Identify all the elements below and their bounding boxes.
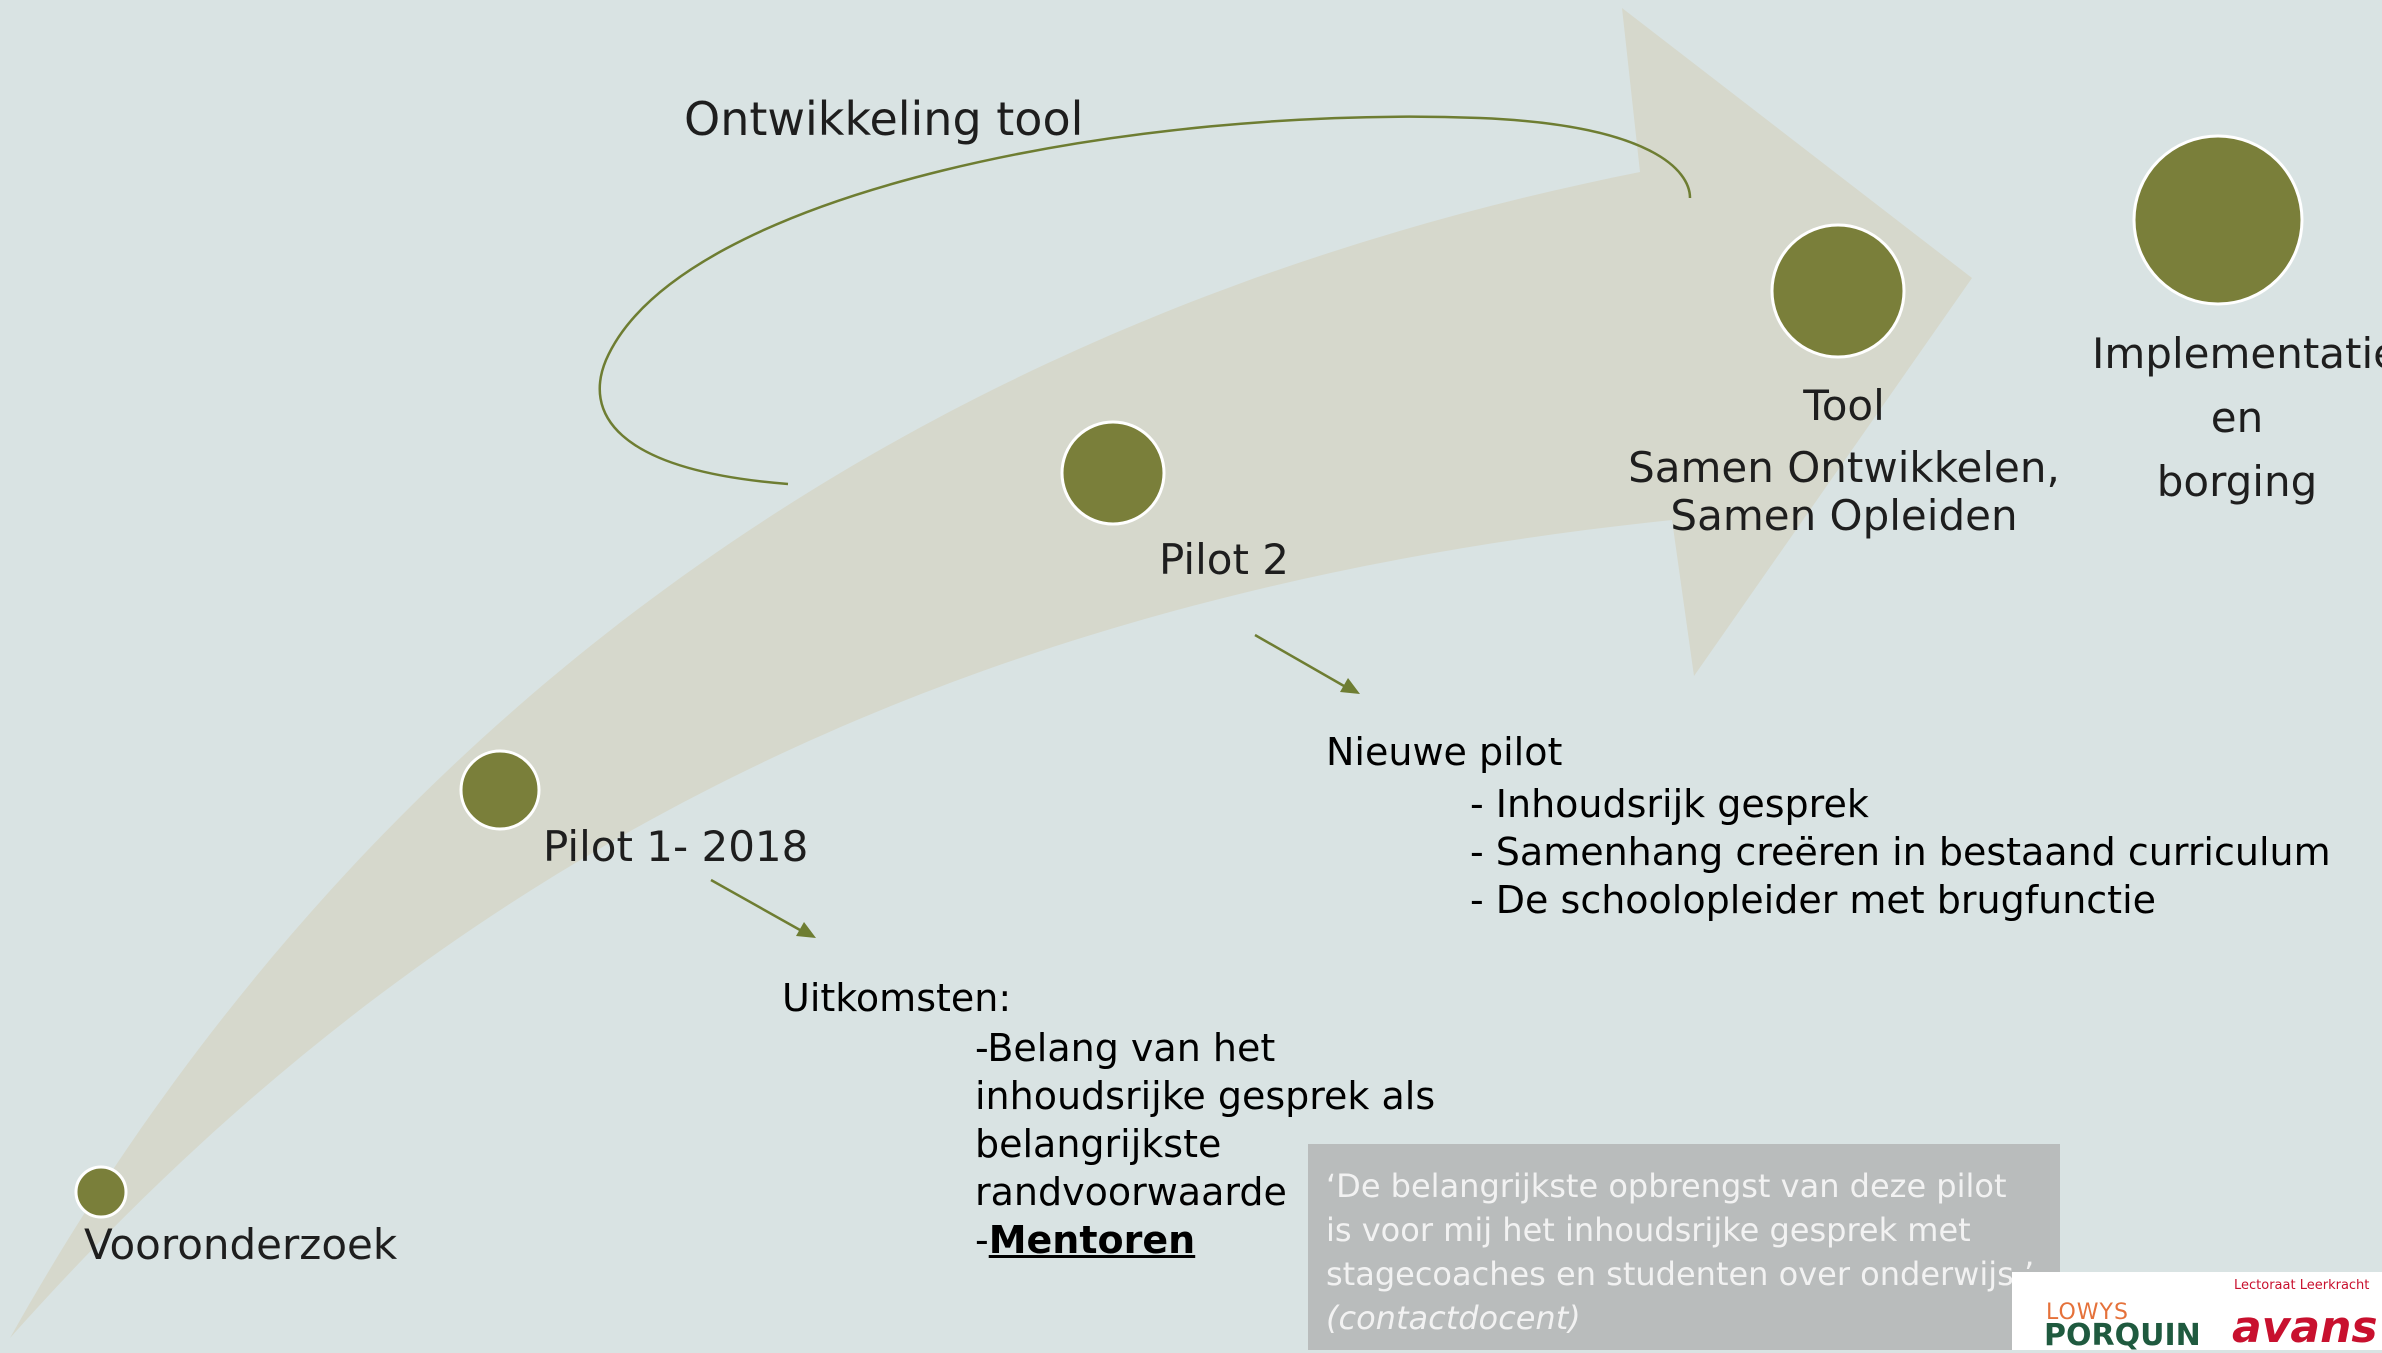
tool-subtitle-1: Samen Ontwikkelen,: [1628, 443, 2060, 492]
timeline-arrow: [10, 8, 1972, 1338]
logo-strip: LOWYS PORQUIN Lectoraat Leerkracht avans: [2012, 1272, 2382, 1353]
development-loop: [598, 115, 1692, 486]
connector-pilot2: [1254, 633, 1360, 694]
quote-box: ‘De belangrijkste opbrengst van deze pil…: [1308, 1144, 2060, 1350]
impl-line-3: borging: [2156, 457, 2318, 506]
loop-label: Ontwikkeling tool: [684, 92, 1084, 146]
porquin-logo: PORQUIN: [2044, 1318, 2201, 1353]
stage-label-vooronderzoek: Vooronderzoek: [84, 1220, 398, 1269]
outcome-prefix: -: [975, 1218, 989, 1262]
porquin-logo-top: LOWYS: [2046, 1300, 2129, 1325]
stage-label-pilot1: Pilot 1- 2018: [543, 822, 809, 871]
avans-logo: avans: [2232, 1302, 2378, 1353]
connector-pilot1: [710, 878, 816, 938]
outcome-line-mentoren: -Mentoren: [975, 1216, 1435, 1264]
new-pilot-item: Samenhang creëren in bestaand curriculum: [1470, 828, 2331, 876]
outcome-line: belangrijkste: [975, 1122, 1222, 1166]
quote-line: ‘De belangrijkste opbrengst van deze pil…: [1326, 1167, 2007, 1205]
tool-subtitle-2: Samen Opleiden: [1670, 491, 2018, 540]
quote-line: stagecoaches en studenten over onderwijs…: [1326, 1255, 2035, 1293]
node-pilot2: [1060, 420, 1166, 526]
node-implementatie: [2132, 134, 2304, 306]
outcomes-text: -Belang van het inhoudsrijke gesprek als…: [975, 1024, 1435, 1264]
outcome-mentoren: Mentoren: [988, 1218, 1196, 1262]
impl-line-1: Implementatie: [2092, 329, 2382, 378]
new-pilot-item: Inhoudsrijk gesprek: [1470, 780, 2331, 828]
outcome-line: -Belang van het: [975, 1026, 1276, 1070]
stage-label-pilot2: Pilot 2: [1159, 535, 1289, 584]
node-tool: [1770, 223, 1906, 359]
quote-line: is voor mij het inhoudsrijke gesprek met: [1326, 1211, 1971, 1249]
new-pilot-heading: Nieuwe pilot: [1326, 730, 1563, 774]
new-pilot-item: De schoolopleider met brugfunctie: [1470, 876, 2331, 924]
tool-title: Tool: [1803, 381, 1885, 430]
outcome-line: inhoudsrijke gesprek als: [975, 1074, 1436, 1118]
impl-line-2: en: [2210, 393, 2264, 442]
stage-label-implementatie: Implementatie en borging: [2092, 322, 2382, 514]
outcome-line: randvoorwaarde: [975, 1170, 1287, 1214]
outcomes-heading: Uitkomsten:: [782, 976, 1012, 1020]
lectoraat-label: Lectoraat Leerkracht: [2234, 1278, 2370, 1293]
quote-source: (contactdocent): [1326, 1299, 1581, 1337]
stage-label-tool: Tool Samen Ontwikkelen, Samen Opleiden: [1624, 382, 2064, 540]
node-vooronderzoek: [74, 1165, 128, 1219]
new-pilot-list: Inhoudsrijk gesprek Samenhang creëren in…: [1470, 780, 2331, 924]
node-pilot1: [459, 749, 541, 831]
